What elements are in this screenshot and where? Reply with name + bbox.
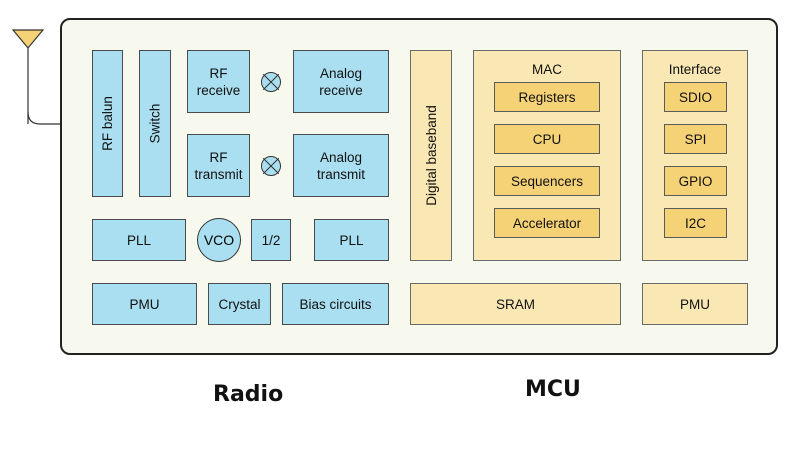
mcu-pmu-label: PMU (680, 296, 710, 312)
pll-left-label: PLL (126, 232, 152, 248)
switch-label: Switch (147, 103, 163, 144)
analog-receive-block: Analog receive (293, 50, 389, 113)
mac-item-label: Registers (518, 89, 576, 105)
rf-receive-label: RF receive (196, 65, 241, 98)
crystal-label: Crystal (218, 296, 261, 312)
mac-item-cpu: CPU (494, 124, 600, 154)
mac-item-label: Sequencers (510, 173, 584, 189)
interface-item-i2c: I2C (664, 208, 727, 238)
pll-right-label: PLL (339, 232, 364, 248)
interface-item-label: SDIO (678, 89, 712, 105)
analog-transmit-label: Analog transmit (316, 149, 365, 182)
bias-circuits-block: Bias circuits (282, 283, 389, 325)
interface-item-label: GPIO (678, 173, 713, 189)
receive-mixer-icon (261, 72, 281, 92)
sram-block: SRAM (410, 283, 621, 325)
rf-transmit-block: RF transmit (187, 134, 250, 197)
mac-item-accelerator: Accelerator (494, 208, 600, 238)
mcu-caption: MCU (525, 377, 581, 402)
radio-pmu-block: PMU (92, 283, 197, 325)
switch-block: Switch (139, 50, 171, 197)
interface-item-gpio: GPIO (664, 166, 727, 196)
radio-caption: Radio (213, 382, 284, 407)
interface-item-label: SPI (684, 131, 707, 147)
mcu-pmu-block: PMU (642, 283, 748, 325)
mac-item-sequencers: Sequencers (494, 166, 600, 196)
divider-block: 1/2 (251, 219, 291, 261)
mac-item-label: CPU (532, 131, 562, 147)
analog-transmit-block: Analog transmit (293, 134, 389, 197)
mac-title: MAC (532, 62, 562, 77)
pll-right-block: PLL (314, 219, 389, 261)
transmit-mixer-icon (261, 156, 281, 176)
vco-label: VCO (203, 232, 235, 248)
pll-left-block: PLL (92, 219, 186, 261)
mac-item-registers: Registers (494, 82, 600, 112)
antenna-icon (11, 29, 45, 49)
interface-title: Interface (668, 62, 722, 77)
sram-label: SRAM (495, 296, 535, 312)
rf-balun-label: RF balun (100, 96, 115, 151)
divider-label: 1/2 (261, 232, 281, 248)
mac-item-label: Accelerator (512, 215, 582, 231)
interface-item-label: I2C (684, 215, 706, 231)
digital-baseband-label: Digital baseband (423, 105, 439, 206)
rf-transmit-label: RF transmit (194, 149, 243, 182)
rf-balun-block: RF balun (92, 50, 123, 197)
interface-item-sdio: SDIO (664, 82, 727, 112)
bias-circuits-label: Bias circuits (299, 296, 372, 312)
interface-item-spi: SPI (664, 124, 727, 154)
analog-receive-label: Analog receive (319, 65, 363, 98)
radio-pmu-label: PMU (129, 296, 160, 312)
digital-baseband-block: Digital baseband (410, 50, 452, 261)
crystal-block: Crystal (208, 283, 271, 325)
rf-receive-block: RF receive (187, 50, 250, 113)
vco-block: VCO (197, 218, 241, 262)
